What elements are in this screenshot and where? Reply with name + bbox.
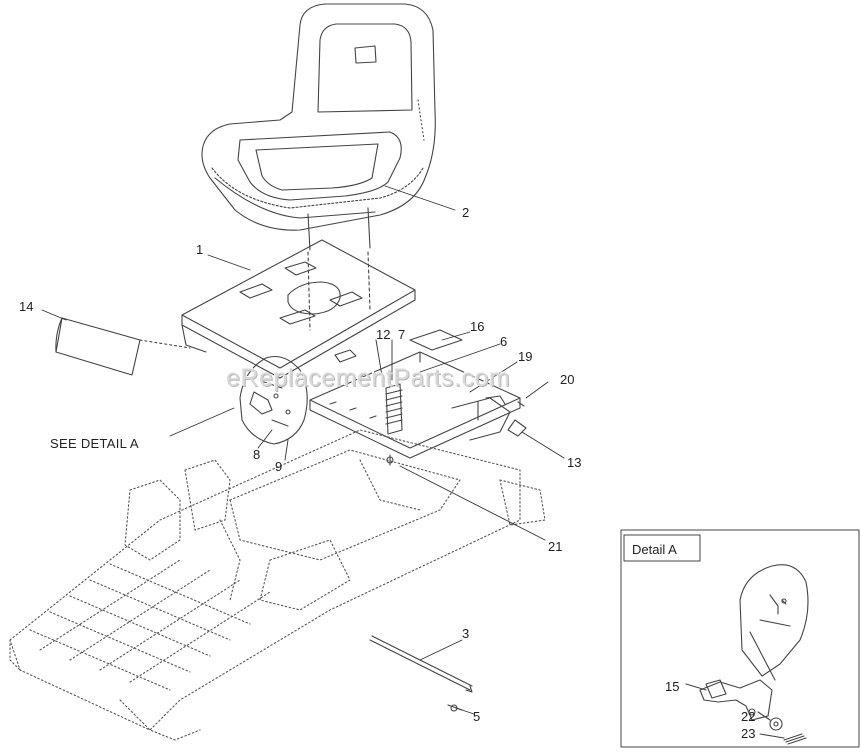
callout-9: 9 [275,459,283,474]
callout-14: 14 [19,299,34,314]
callout-23: 23 [741,726,756,741]
callout-12: 12 [376,327,391,342]
seat [201,3,436,251]
seat-mount-channel [309,329,527,466]
machine-frame [9,429,546,741]
callout-15: 15 [665,679,680,694]
callout-5: 5 [473,709,481,724]
callout-6: 6 [500,334,508,349]
rod [369,635,473,712]
detail-a-box [620,529,860,748]
watermark: eReplacementParts.com [226,364,511,392]
callout-3: 3 [462,626,470,641]
see-detail-label: SEE DETAIL A [50,436,139,451]
detail-a-title: Detail A [632,542,677,557]
callout-7: 7 [398,327,406,342]
callout-20: 20 [560,372,575,387]
callout-22: 22 [741,709,756,724]
callout-19: 19 [518,349,533,364]
detail-a-bracket [685,564,809,745]
callout-8: 8 [253,447,261,462]
callout-1: 1 [196,242,204,257]
callout-13: 13 [567,455,582,470]
callout-2: 2 [462,205,470,220]
callout-16: 16 [470,319,485,334]
pad [55,317,191,376]
switch-bracket [239,355,308,445]
leader-lines [41,185,565,715]
seat-plate [181,239,416,379]
callout-21: 21 [548,539,563,554]
